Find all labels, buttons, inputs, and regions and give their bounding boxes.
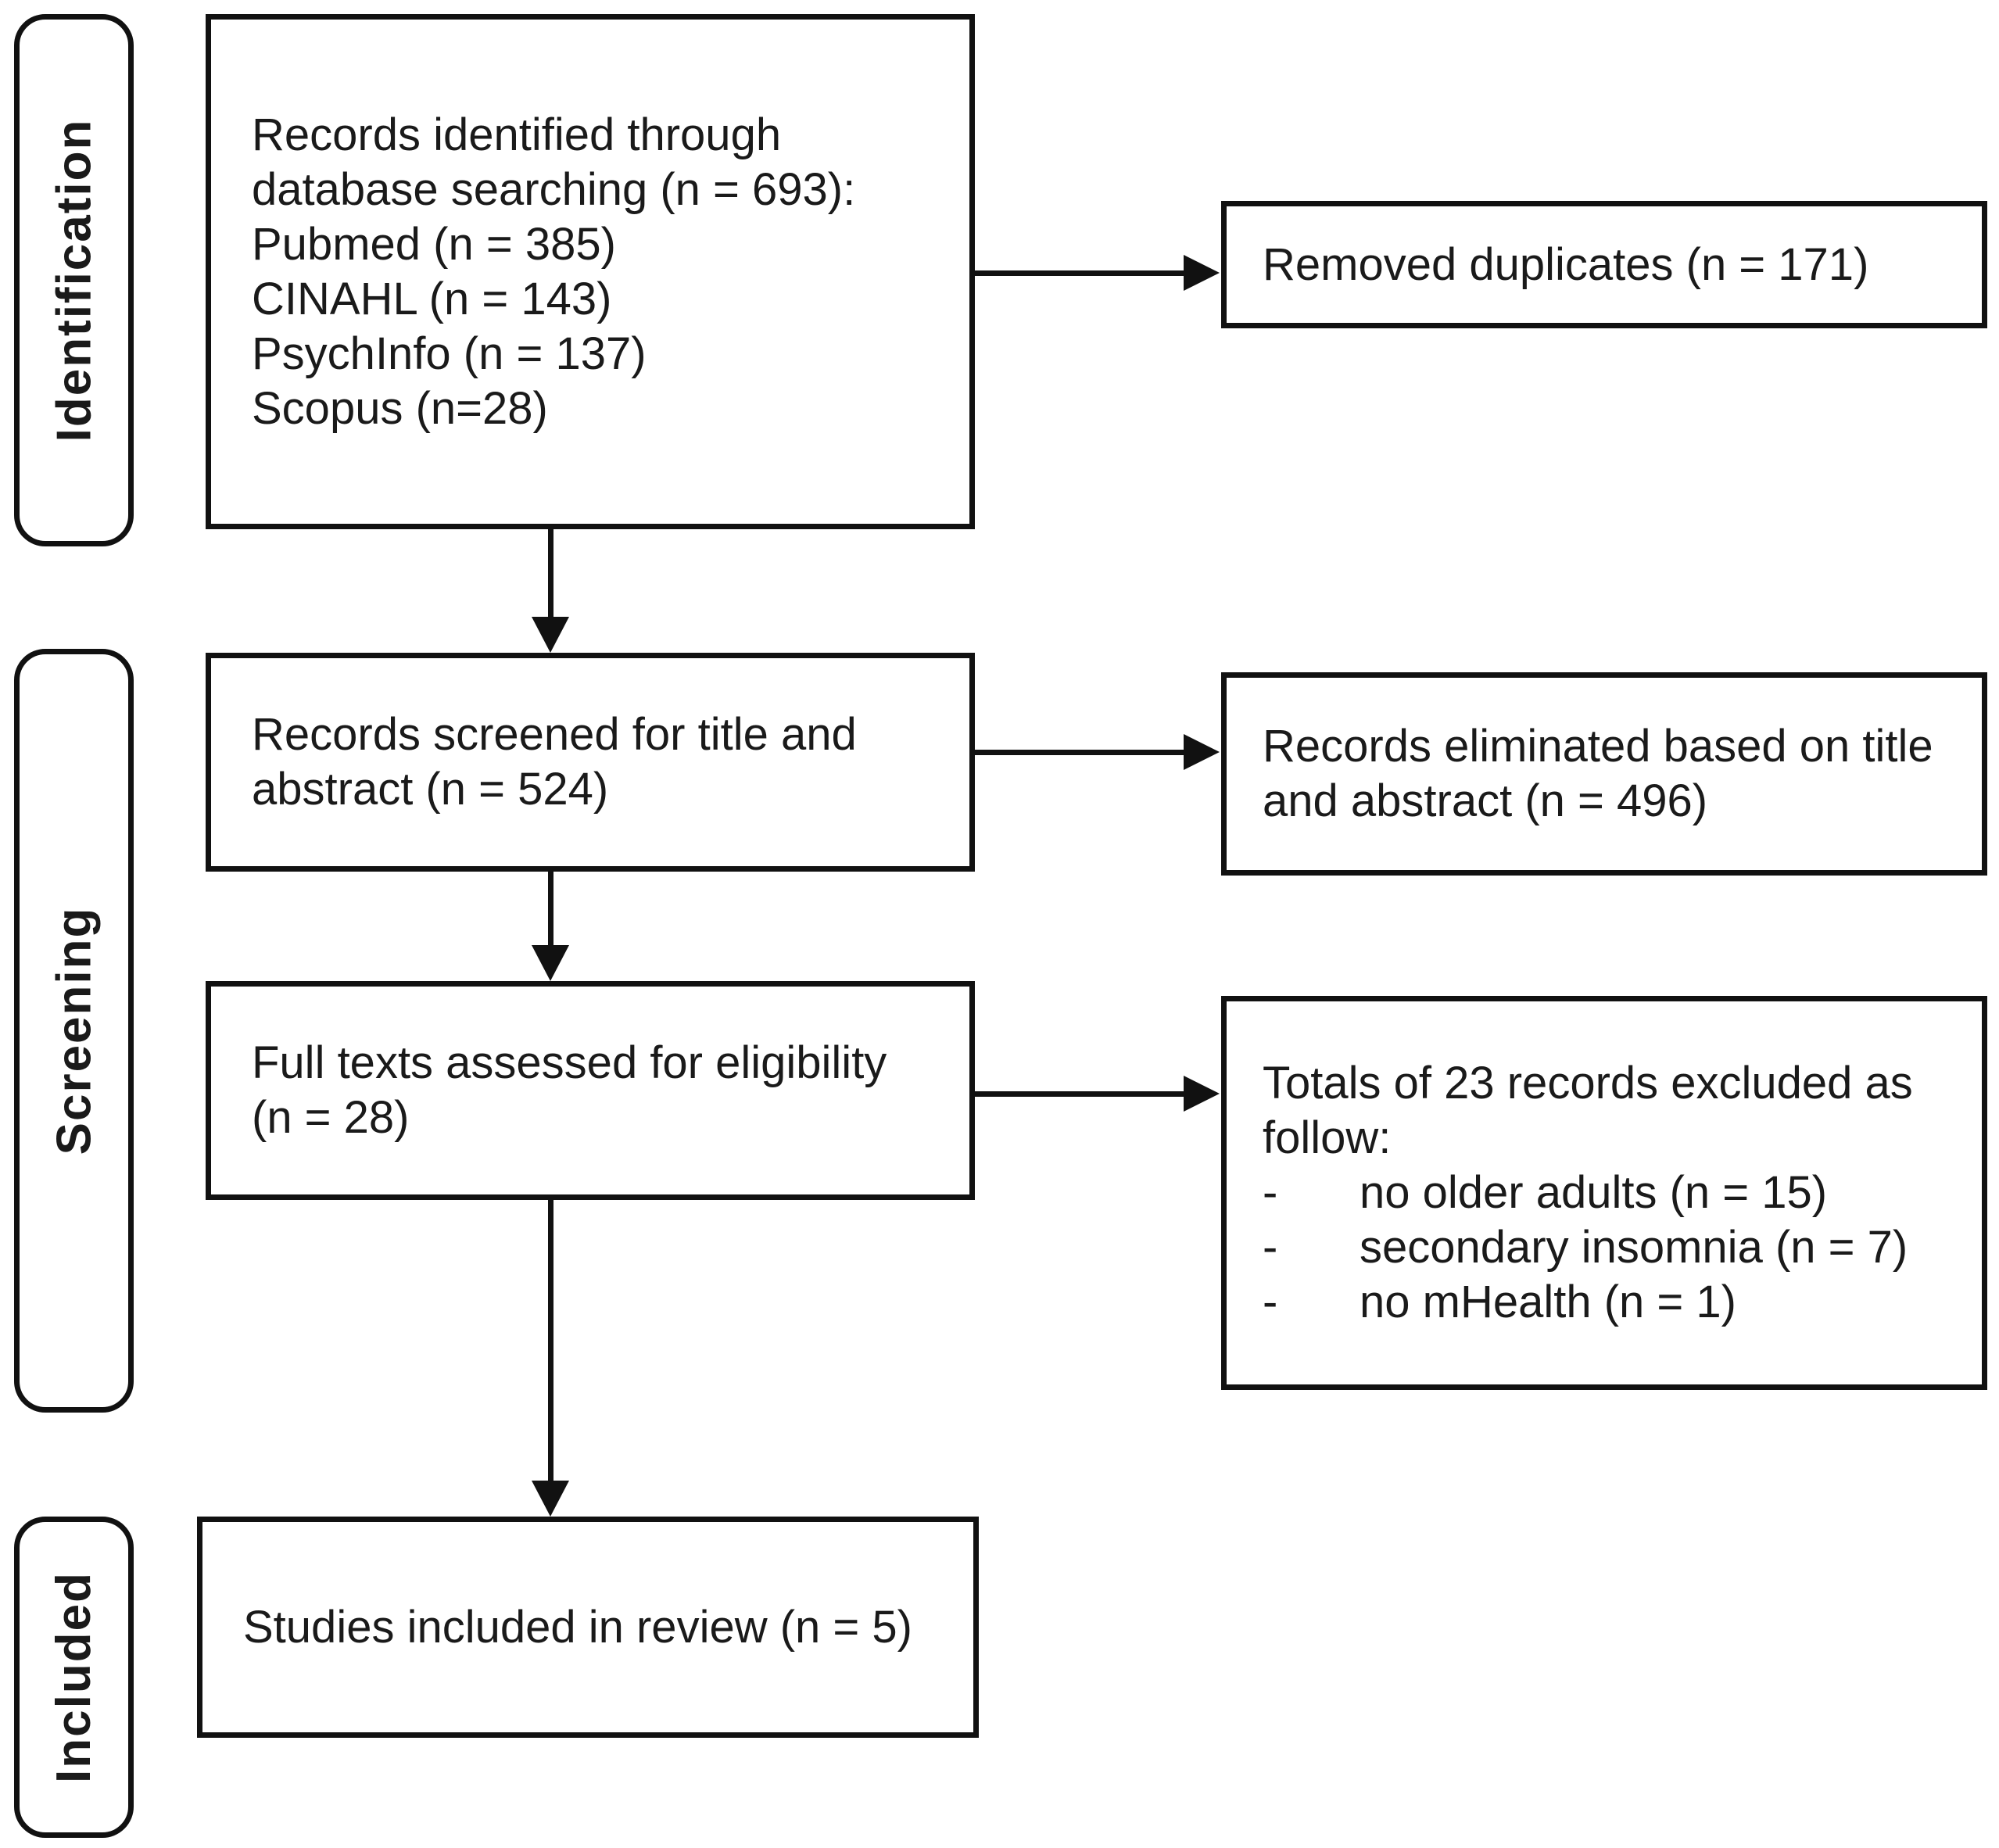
records-identified-line: Pubmed (n = 385) <box>252 218 616 270</box>
records-identified-line: database searching (n = 693): <box>252 163 856 215</box>
stage-screening: Screening <box>14 649 134 1413</box>
records-screened-line: Records screened for title and <box>252 709 857 760</box>
box-records-excluded: Totals of 23 records excluded as follow:… <box>1221 996 1987 1390</box>
records-screened-line: abstract (n = 524) <box>252 764 609 815</box>
records-eliminated-line: Records eliminated based on title <box>1263 721 1933 772</box>
records-excluded-item: - no older adults (n = 15) <box>1263 1166 1966 1220</box>
records-identified-line: PsychInfo (n = 137) <box>252 328 647 379</box>
arrow-fulltext-to-included-head-icon <box>532 1481 569 1517</box>
records-identified-line: Records identified through <box>252 109 782 160</box>
records-eliminated-line: and abstract (n = 496) <box>1263 775 1708 826</box>
arrow-fulltext-to-excluded-shaft <box>975 1091 1191 1097</box>
box-studies-included: Studies included in review (n = 5) <box>197 1517 979 1738</box>
records-excluded-item: - no mHealth (n = 1) <box>1263 1275 1966 1330</box>
box-records-screened: Records screened for title and abstract … <box>206 653 975 872</box>
records-excluded-item-text: no older adults (n = 15) <box>1360 1167 1828 1218</box>
records-excluded-intro-line: Totals of 23 records excluded as <box>1263 1058 1913 1108</box>
stage-included-label: Included <box>47 1571 101 1783</box>
arrow-fulltext-to-excluded-head-icon <box>1184 1076 1220 1112</box>
arrow-identified-to-screened-head-icon <box>532 617 569 653</box>
studies-included-line: Studies included in review (n = 5) <box>243 1601 912 1653</box>
arrow-screened-to-eliminated-head-icon <box>1184 734 1220 770</box>
stage-identification: Identification <box>14 14 134 546</box>
arrow-fulltext-to-included-shaft <box>548 1200 553 1482</box>
fulltext-assessed-line: (n = 28) <box>252 1092 410 1143</box>
fulltext-assessed-line: Full texts assessed for eligibility <box>252 1037 887 1088</box>
box-fulltext-assessed: Full texts assessed for eligibility (n =… <box>206 981 975 1200</box>
records-excluded-item-text: secondary insomnia (n = 7) <box>1360 1222 1908 1273</box>
arrow-screened-to-eliminated-shaft <box>975 750 1191 755</box>
arrow-identified-to-duplicates-shaft <box>975 270 1191 276</box>
records-identified-line: CINAHL (n = 143) <box>252 273 612 324</box>
box-records-eliminated: Records eliminated based on title and ab… <box>1221 672 1987 876</box>
bullet-dash: - <box>1263 1167 1278 1218</box>
arrow-screened-to-fulltext-shaft <box>548 872 553 947</box>
arrow-identified-to-screened-shaft <box>548 529 553 618</box>
stage-included: Included <box>14 1517 134 1838</box>
bullet-dash: - <box>1263 1277 1278 1327</box>
records-excluded-intro-line: follow: <box>1263 1112 1392 1163</box>
records-excluded-item: - secondary insomnia (n = 7) <box>1263 1220 1966 1275</box>
removed-duplicates-line: Removed duplicates (n = 171) <box>1263 238 1869 290</box>
bullet-dash: - <box>1263 1222 1278 1273</box>
records-identified-line: Scopus (n=28) <box>252 382 548 434</box>
stage-screening-label: Screening <box>47 906 101 1155</box>
box-records-identified: Records identified through database sear… <box>206 14 975 529</box>
box-removed-duplicates: Removed duplicates (n = 171) <box>1221 201 1987 328</box>
stage-identification-label: Identification <box>47 118 101 442</box>
arrow-identified-to-duplicates-head-icon <box>1184 255 1220 291</box>
records-excluded-item-text: no mHealth (n = 1) <box>1360 1277 1736 1327</box>
arrow-screened-to-fulltext-head-icon <box>532 945 569 981</box>
